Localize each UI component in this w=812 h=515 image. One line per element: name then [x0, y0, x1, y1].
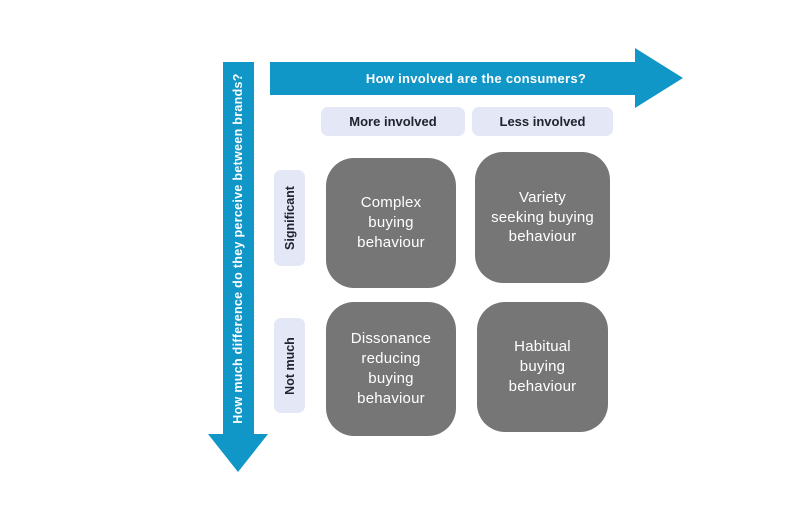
cell-variety-seeking-buying-behaviour: Variety seeking buying behaviour [475, 152, 610, 283]
cell-label: Variety seeking buying behaviour [491, 188, 594, 246]
y-axis-label: How much difference do they perceive bet… [231, 73, 245, 424]
cell-dissonance-reducing-buying-behaviour: Dissonance reducing buying behaviour [326, 302, 456, 436]
row-header-significant: Significant [274, 170, 305, 266]
x-axis-arrow-shaft [270, 62, 635, 95]
x-axis-arrowhead-icon [635, 48, 683, 108]
y-axis-arrow-shaft [223, 62, 254, 435]
column-header-more-involved: More involved [321, 107, 465, 136]
cell-complex-buying-behaviour: Complex buying behaviour [326, 158, 456, 288]
column-header-label: More involved [349, 114, 437, 129]
column-header-less-involved: Less involved [472, 107, 613, 136]
cell-label: Habitual buying behaviour [508, 338, 577, 395]
cell-label: Complex buying behaviour [357, 194, 425, 251]
cell-habitual-buying-behaviour: Habitual buying behaviour [477, 302, 608, 432]
row-header-not-much: Not much [274, 318, 305, 413]
cell-label: Dissonance reducing buying behaviour [350, 330, 432, 407]
row-header-label: Not much [282, 336, 297, 395]
y-axis-arrowhead-icon [208, 434, 268, 472]
column-header-label: Less involved [499, 114, 586, 129]
row-header-label: Significant [282, 186, 297, 250]
x-axis-label: How involved are the consumers? [365, 71, 587, 86]
